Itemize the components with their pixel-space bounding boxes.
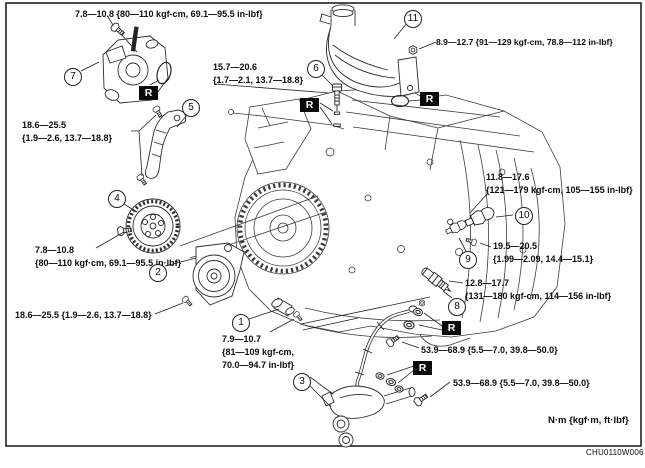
torque-label-throttle-body: 7.8—10.8 {80—110 kgf-cm, 69.1—95.5 in-lb… <box>75 8 263 21</box>
torque-value: {81—109 kgf-cm, <box>222 347 295 357</box>
torque-value: 53.9—68.9 {5.5—7.0, 39.8—50.0} <box>453 378 590 388</box>
callout-11: 11 <box>404 10 422 28</box>
pump-bracket <box>144 109 187 179</box>
torque-value: 18.6—25.5 {1.9—2.6, 13.7—18.8} <box>15 310 152 320</box>
water-pump-pulley <box>125 198 181 254</box>
torque-value: {131—180 kgf-cm, 114—156 in-lbf} <box>465 291 612 301</box>
reservoir-oring <box>390 94 410 108</box>
oil-pressure-sensor <box>464 207 495 227</box>
replace-part-badge: R <box>300 98 319 112</box>
torque-value: 7.9—10.7 <box>222 334 262 344</box>
torque-value: 18.6—25.5 <box>22 120 67 130</box>
throttle-body <box>102 26 169 104</box>
torque-label-exhaust-upper: 53.9—68.9 {5.5—7.0, 39.8—50.0} <box>421 344 558 357</box>
callout-7: 7 <box>64 68 82 86</box>
figure-code: CHU0110W006 <box>586 448 644 457</box>
replace-part-badge: R <box>413 361 432 375</box>
callout-10: 10 <box>515 207 533 225</box>
callout-6: 6 <box>307 60 325 78</box>
torque-value: 8.9—12.7 {91—129 kgf-cm, 78.8—112 in-lbf… <box>436 37 613 47</box>
coolant-reservoir-tank <box>319 4 420 97</box>
engine-hanger-bolt <box>332 83 342 127</box>
torque-value: 7.8—10.8 <box>35 245 75 255</box>
torque-label-engine-hanger: 15.7—20.6 {1.7—2.1, 13.7—18.8} <box>213 61 303 87</box>
replace-part-badge: R <box>420 92 439 106</box>
callout-4: 4 <box>108 190 126 208</box>
oil-pipe-part <box>271 297 295 317</box>
torque-value: {121—179 kgf-cm, 105—155 in-lbf} <box>486 185 633 195</box>
torque-value: 19.5—20.5 <box>493 241 538 251</box>
torque-value: {80—110 kgf·cm, 69.1—95.5 in·lbf} <box>35 258 182 268</box>
belt-tensioner <box>192 242 245 306</box>
diagram-border <box>5 2 642 447</box>
callout-2: 2 <box>149 264 167 282</box>
torque-value: 15.7—20.6 <box>213 62 258 72</box>
callout-8: 8 <box>448 298 466 316</box>
callout-9: 9 <box>459 251 477 269</box>
torque-value: 70.0—94.7 in-lbf} <box>222 360 295 370</box>
torque-label-bracket: 18.6—25.5 {1.9—2.6, 13.7—18.8} <box>22 119 112 145</box>
torque-label-union-bolt: 7.9—10.7 {81—109 kgf-cm, 70.0—94.7 in-lb… <box>222 333 294 372</box>
torque-value: 11.8—17.6 <box>486 172 530 182</box>
torque-value: 53.9—68.9 {5.5—7.0, 39.8—50.0} <box>421 345 558 355</box>
replace-part-badge: R <box>139 86 158 100</box>
torque-label-sensor-lower: 12.8—17.7 {131—180 kgf-cm, 114—156 in-lb… <box>465 277 611 303</box>
sensor-harness <box>354 305 418 394</box>
replace-part-badge: R <box>442 321 461 335</box>
torque-label-exhaust-lower: 53.9—68.9 {5.5—7.0, 39.8—50.0} <box>453 377 590 390</box>
thermo-sensor <box>445 218 467 235</box>
callout-1: 1 <box>232 314 250 332</box>
exhaust-pipe <box>321 385 416 448</box>
torque-label-sensor-upper: 11.8—17.6 {121—179 kgf-cm, 105—155 in-lb… <box>486 171 633 197</box>
torque-label-pulley: 7.8—10.8 {80—110 kgf·cm, 69.1—95.5 in·lb… <box>35 244 181 270</box>
torque-label-sensor-mid: 19.5—20.5 {1.99—2.09, 14.4—15.1} <box>493 240 593 266</box>
torque-value: {1.9—2.6, 13.7—18.8} <box>22 133 113 143</box>
leader-lines <box>80 16 514 408</box>
engine-block <box>179 86 566 347</box>
torque-label-reservoir: 8.9—12.7 {91—129 kgf-cm, 78.8—112 in-lbf… <box>436 36 613 49</box>
torque-label-tensioner: 18.6—25.5 {1.9—2.6, 13.7—18.8} <box>15 309 152 322</box>
torque-value: {1.99—2.09, 14.4—15.1} <box>493 254 594 264</box>
callout-5: 5 <box>182 99 200 117</box>
torque-value: {1.7—2.1, 13.7—18.8} <box>213 75 304 85</box>
knock-sensor <box>421 267 452 293</box>
torque-value: 12.8—17.7 <box>465 278 510 288</box>
callout-3: 3 <box>293 373 311 391</box>
throttle-body-oring <box>156 61 172 85</box>
torque-value: 7.8—10.8 {80—110 kgf-cm, 69.1—95.5 in-lb… <box>75 9 263 19</box>
units-note: N·m {kgf·m, ft·lbf} <box>548 415 629 426</box>
